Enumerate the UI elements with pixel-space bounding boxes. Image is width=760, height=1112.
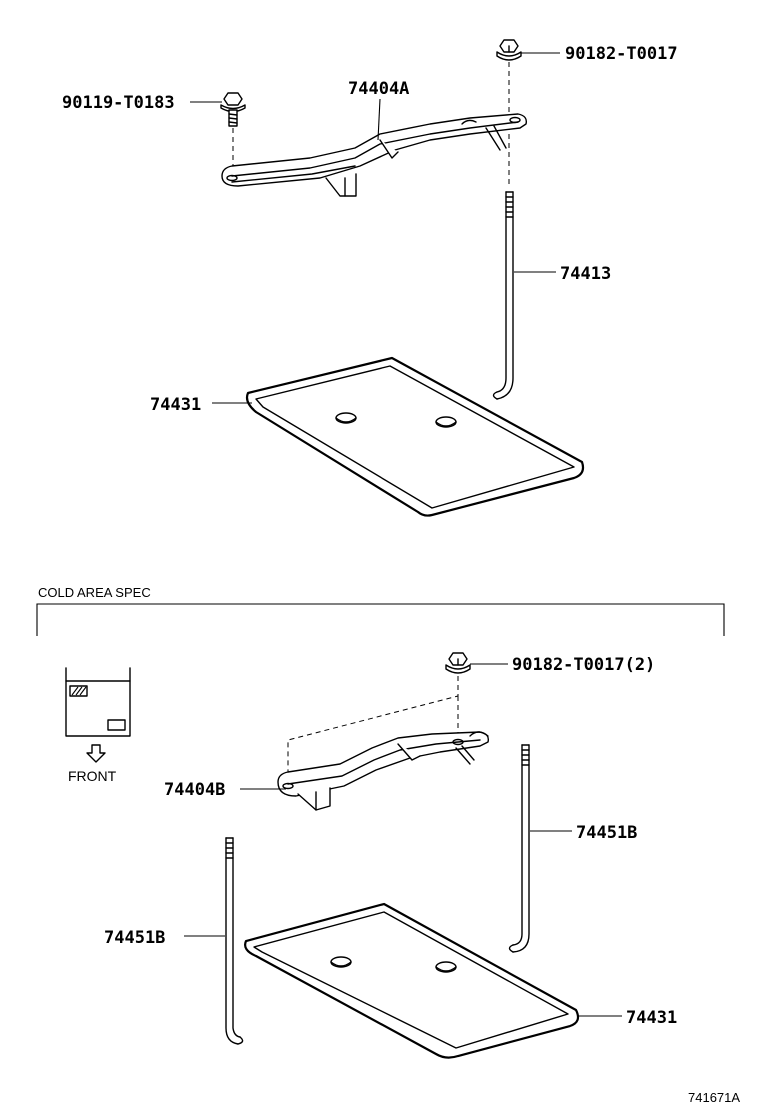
rod-74451B-right xyxy=(508,744,530,953)
drawing-number: 741671A xyxy=(688,1090,740,1105)
clamp-74404B xyxy=(277,731,490,811)
front-arrow-icon xyxy=(86,744,106,763)
label-74451B-left: 74451B xyxy=(104,928,165,948)
label-74431-bottom: 74431 xyxy=(626,1008,677,1028)
front-indicator xyxy=(65,667,131,763)
tray-74431-top xyxy=(245,356,585,517)
tray-74431-bottom xyxy=(244,902,580,1059)
leader-clamp-74404A xyxy=(377,98,381,141)
rod-74451B-left xyxy=(225,837,244,1045)
front-label: FRONT xyxy=(68,768,117,784)
bolt-90182-bottom xyxy=(445,652,471,674)
section-bracket xyxy=(36,603,725,636)
rod-74413 xyxy=(492,191,514,400)
label-74431-top: 74431 xyxy=(150,395,201,415)
label-74451B-right: 74451B xyxy=(576,823,637,843)
label-90182-T0017-2: 90182-T0017(2) xyxy=(512,655,655,675)
label-90119-T0183: 90119-T0183 xyxy=(62,93,175,113)
label-90182-T0017: 90182-T0017 xyxy=(565,44,678,64)
dash-line-bolt-bottom xyxy=(287,676,459,776)
label-74413: 74413 xyxy=(560,264,611,284)
section-title: COLD AREA SPEC xyxy=(38,585,151,600)
clamp-74404A xyxy=(221,113,528,197)
bolt-90119-top xyxy=(220,92,246,127)
bolt-90182-top xyxy=(496,39,522,61)
label-74404B: 74404B xyxy=(164,780,225,800)
label-74404A: 74404A xyxy=(348,79,409,99)
